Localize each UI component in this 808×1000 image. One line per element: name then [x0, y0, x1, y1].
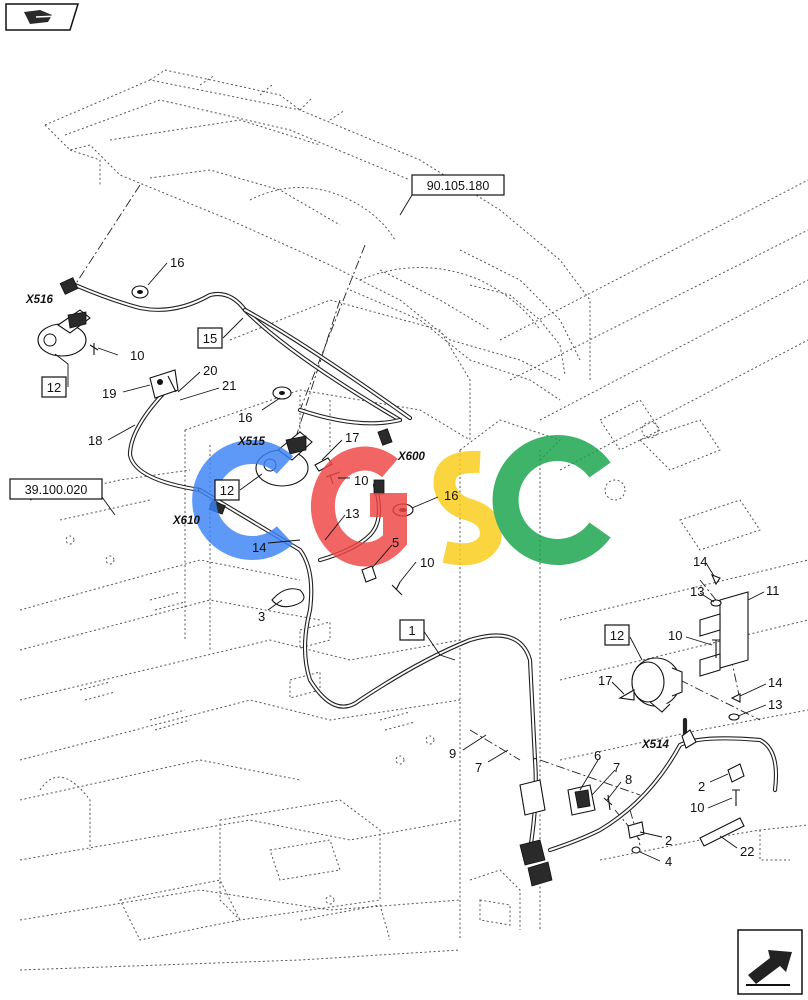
boxed-item-12-right: 12	[604, 624, 630, 646]
connector-x600: X600	[397, 451, 425, 463]
watermark-g-left	[192, 440, 294, 560]
callout: 22	[740, 844, 754, 859]
callout: 14	[693, 554, 707, 569]
callout: 7	[475, 760, 482, 775]
callout: 21	[222, 378, 236, 393]
callout: 8	[625, 772, 632, 787]
connector-x514: X514	[641, 739, 669, 751]
book-hand-icon[interactable]	[5, 3, 80, 31]
callout: 11	[766, 583, 780, 598]
ref-90-105-180[interactable]: 90.105.180	[411, 174, 505, 196]
watermark-c-green	[492, 435, 611, 565]
leader-lines	[54, 194, 767, 862]
callout: 7	[613, 760, 620, 775]
callout: 20	[203, 363, 217, 378]
frame-structure	[19, 69, 808, 971]
callout: 18	[88, 433, 102, 448]
callout: 6	[594, 748, 601, 763]
callout: 17	[598, 673, 612, 688]
callout: 14	[768, 675, 782, 690]
callout: 16	[238, 410, 252, 425]
svg-text:1: 1	[408, 623, 415, 638]
watermark-s-yellow	[433, 450, 502, 566]
callout: 10	[690, 800, 704, 815]
callout: 16	[444, 488, 458, 503]
callout: 13	[345, 506, 359, 521]
connector-x516: X516	[25, 294, 53, 306]
boxed-item-1: 1	[399, 619, 425, 641]
callout: 10	[668, 628, 682, 643]
callout: 10	[354, 473, 368, 488]
callout: 4	[665, 854, 672, 869]
callout: 2	[665, 833, 672, 848]
callout: 14	[252, 540, 266, 555]
boxed-item-15: 15	[197, 327, 223, 349]
next-page-arrow-icon[interactable]	[737, 929, 803, 995]
callout: 19	[102, 386, 116, 401]
boxed-item-12-top: 12	[41, 376, 67, 398]
svg-text:12: 12	[220, 483, 234, 498]
watermark	[192, 435, 611, 567]
connector-x515: X515	[237, 436, 265, 448]
callout: 13	[768, 697, 782, 712]
connector-x610: X610	[172, 515, 200, 527]
watermark-g-red	[310, 446, 407, 567]
callout: 10	[420, 555, 434, 570]
ref-39-100-020[interactable]: 39.100.020	[9, 478, 103, 500]
svg-text:12: 12	[47, 380, 61, 395]
svg-text:15: 15	[203, 331, 217, 346]
callout: 17	[345, 430, 359, 445]
svg-text:90.105.180: 90.105.180	[427, 179, 490, 193]
callout: 10	[130, 348, 144, 363]
svg-text:39.100.020: 39.100.020	[25, 483, 88, 497]
boxed-item-12-middle: 12	[214, 479, 240, 501]
callout: 9	[449, 746, 456, 761]
callout: 16	[170, 255, 184, 270]
svg-text:12: 12	[610, 628, 624, 643]
callout: 2	[698, 779, 705, 794]
callout: 5	[392, 535, 399, 550]
callout: 13	[690, 584, 704, 599]
callout: 3	[258, 609, 265, 624]
callouts: 16 10 19 20 21 18 16 17 10 16 13 14 5 10…	[88, 255, 782, 869]
